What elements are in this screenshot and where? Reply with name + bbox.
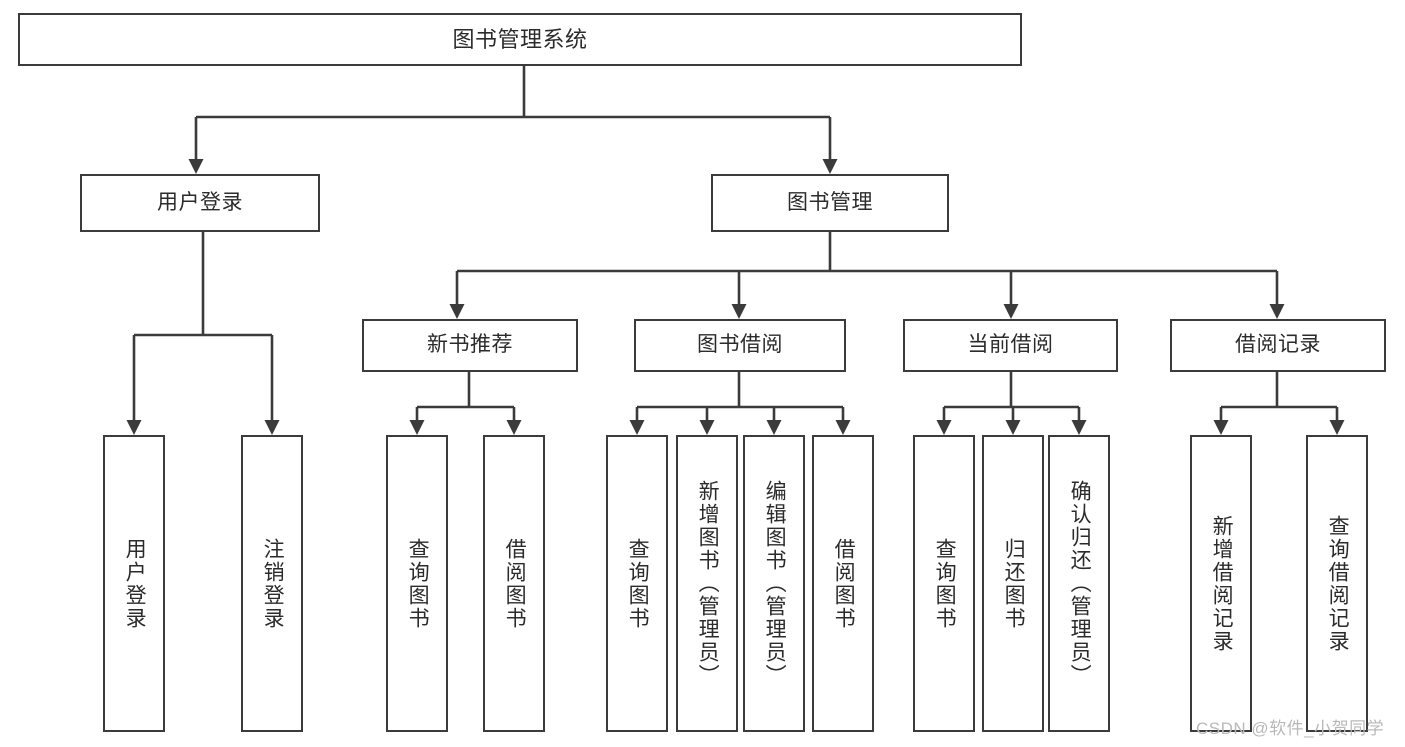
connector-borrow-to-add xyxy=(699,407,715,435)
connector-book-manage-to-record xyxy=(1269,271,1285,319)
arrowhead xyxy=(449,304,465,319)
arrowhead xyxy=(126,420,142,435)
node-label: 用户登录 xyxy=(157,190,243,214)
connector-borrow-to-borrow xyxy=(835,407,851,435)
arrowhead xyxy=(1213,420,1229,435)
arrowhead xyxy=(1071,420,1087,435)
connector-book-manage-to-recommend xyxy=(449,271,465,319)
node-label: 归还图书 xyxy=(1002,537,1026,630)
node-level2-book-borrow: 图书借阅 xyxy=(634,319,846,372)
node-leaf-login-user-login: 用户登录 xyxy=(103,435,165,732)
node-leaf-record-add-record: 新增借阅记录 xyxy=(1190,435,1252,732)
node-leaf-record-query-record: 查询借阅记录 xyxy=(1306,435,1368,732)
connector-recommend-to-borrow xyxy=(506,407,522,435)
node-level2-new-book-recommend: 新书推荐 xyxy=(362,319,578,372)
connector-current-to-return xyxy=(1005,407,1021,435)
connector-record-to-query xyxy=(1329,407,1345,435)
node-level2-current-borrow: 当前借阅 xyxy=(903,319,1118,372)
arrowhead xyxy=(835,420,851,435)
node-label: 确认归还（管理员） xyxy=(1068,480,1092,687)
node-label: 当前借阅 xyxy=(967,333,1054,357)
node-leaf-recommend-query-book: 查询图书 xyxy=(386,435,448,732)
node-label: 新增借阅记录 xyxy=(1210,514,1234,653)
arrowhead xyxy=(1329,420,1345,435)
arrowhead xyxy=(1003,304,1019,319)
node-leaf-borrow-query-book: 查询图书 xyxy=(606,435,668,732)
node-label: 查询图书 xyxy=(406,537,430,630)
node-label: 借阅图书 xyxy=(503,537,527,630)
node-label: 用户登录 xyxy=(123,537,147,630)
node-leaf-borrow-add-book: 新增图书（管理员） xyxy=(676,435,738,732)
arrowhead xyxy=(1005,420,1021,435)
node-label: 新增图书（管理员） xyxy=(696,480,720,687)
arrowhead xyxy=(409,420,425,435)
connector-borrow-to-query xyxy=(629,407,645,435)
node-label: 图书管理 xyxy=(787,190,873,214)
node-level1-user-login: 用户登录 xyxy=(80,174,320,232)
node-label: 查询借阅记录 xyxy=(1326,514,1350,653)
node-label: 查询图书 xyxy=(933,537,957,630)
connector-book-manage-to-borrow xyxy=(731,271,747,319)
node-level1-book-manage: 图书管理 xyxy=(711,174,949,232)
arrowhead xyxy=(1269,304,1285,319)
node-leaf-borrow-borrow-book: 借阅图书 xyxy=(812,435,874,732)
node-level2-borrow-record: 借阅记录 xyxy=(1170,319,1386,372)
node-label: 借阅记录 xyxy=(1235,333,1321,357)
arrowhead xyxy=(731,304,747,319)
node-leaf-current-return-book: 归还图书 xyxy=(982,435,1044,732)
node-label: 新书推荐 xyxy=(427,333,513,357)
arrowhead xyxy=(629,420,645,435)
connector-root-to-user-login xyxy=(188,117,204,174)
arrowhead xyxy=(506,420,522,435)
node-root-root: 图书管理系统 xyxy=(18,13,1022,66)
connector-root-to-book-manage xyxy=(822,117,838,174)
node-label: 图书管理系统 xyxy=(452,26,588,52)
node-label: 图书借阅 xyxy=(697,333,783,357)
connector-user-login-to-login xyxy=(126,335,142,435)
connector-current-to-confirm xyxy=(1071,407,1087,435)
arrowhead xyxy=(936,420,952,435)
arrowhead xyxy=(188,159,204,174)
connector-record-to-add xyxy=(1213,407,1229,435)
node-leaf-recommend-borrow-book: 借阅图书 xyxy=(483,435,545,732)
node-label: 编辑图书（管理员） xyxy=(763,480,787,687)
arrowhead xyxy=(264,420,280,435)
connector-recommend-to-query xyxy=(409,407,425,435)
node-leaf-current-confirm-return: 确认归还（管理员） xyxy=(1048,435,1110,732)
arrowhead xyxy=(699,420,715,435)
node-label: 查询图书 xyxy=(626,537,650,630)
connector-current-to-query xyxy=(936,407,952,435)
node-leaf-current-query-book: 查询图书 xyxy=(913,435,975,732)
connector-book-manage-to-current xyxy=(1003,271,1019,319)
node-leaf-login-logout: 注销登录 xyxy=(241,435,303,732)
connector-user-login-to-logout xyxy=(264,335,280,435)
node-leaf-borrow-edit-book: 编辑图书（管理员） xyxy=(743,435,805,732)
node-label: 借阅图书 xyxy=(832,537,856,630)
arrowhead xyxy=(766,420,782,435)
connector-borrow-to-edit xyxy=(766,407,782,435)
node-label: 注销登录 xyxy=(261,537,285,630)
arrowhead xyxy=(822,159,838,174)
